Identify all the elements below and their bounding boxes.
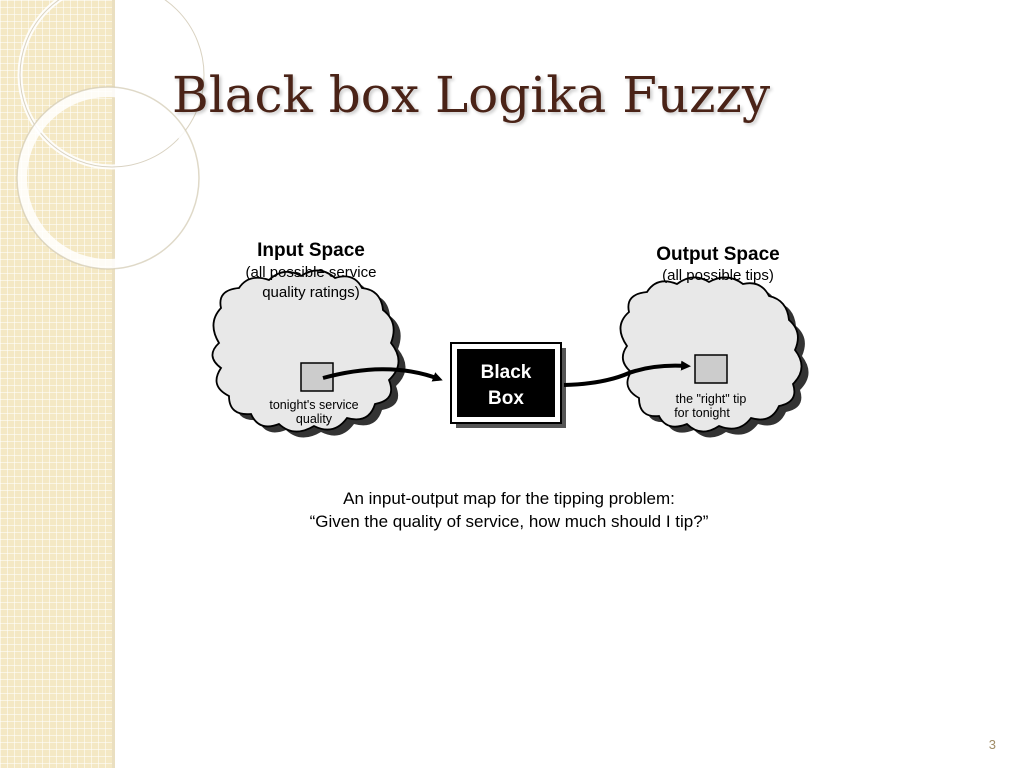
output-square xyxy=(694,354,728,384)
sidebar-pattern xyxy=(0,0,112,768)
decorative-circle-bottom-shade xyxy=(16,86,200,270)
input-space-cloud xyxy=(211,269,406,438)
black-box-diagram: Black Box Input Space (all possible serv… xyxy=(211,240,809,531)
caption-line2: “Given the quality of service, how much … xyxy=(310,512,709,531)
input-to-box-arrow xyxy=(322,367,443,382)
output-space-subtitle-line1: (all possible tips) xyxy=(662,267,774,284)
output-item-line2: for tonight xyxy=(674,406,730,420)
black-box-label-line2: Box xyxy=(488,388,524,409)
sidebar-edge xyxy=(112,0,115,768)
decorative-circle-bottom xyxy=(17,87,199,269)
input-item-line1: tonight's service xyxy=(269,398,358,412)
black-box-label-line1: Black xyxy=(481,362,532,383)
slide-title: Black box Logika Fuzzy xyxy=(172,66,771,124)
black-box: Black Box xyxy=(450,342,566,428)
decorative-circle-top-shade xyxy=(19,0,205,168)
box-to-output-arrow xyxy=(563,360,691,387)
caption-line1: An input-output map for the tipping prob… xyxy=(343,489,675,508)
input-space-title: Input Space xyxy=(257,240,365,261)
input-space-subtitle-line1: (all possible service xyxy=(246,264,377,281)
output-item-line1: the "right" tip xyxy=(676,392,747,406)
black-box-inner xyxy=(457,349,555,417)
page-number: 3 xyxy=(988,737,996,752)
input-cloud xyxy=(211,269,400,433)
output-space-title: Output Space xyxy=(656,244,780,265)
input-item-line2: quality xyxy=(296,412,333,426)
input-space-subtitle-line2: quality ratings) xyxy=(262,284,360,301)
output-space-cloud xyxy=(619,276,809,438)
decorative-circles xyxy=(16,0,207,270)
